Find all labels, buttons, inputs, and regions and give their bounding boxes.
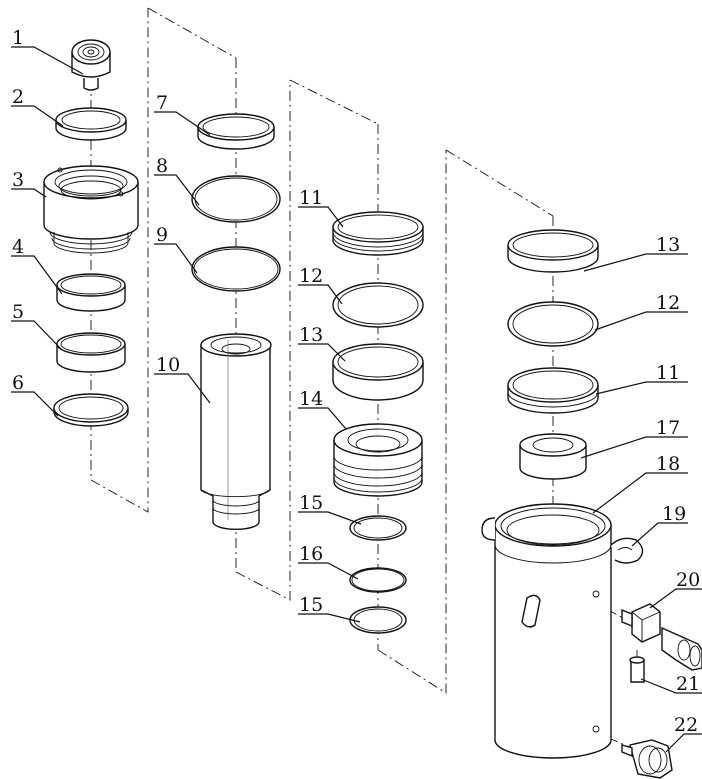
part-13-ring-right: [507, 229, 599, 273]
callout-15-upper: 15: [299, 492, 323, 514]
callout-15-lower: 15: [299, 594, 323, 616]
part-15-seal-upper: [349, 515, 407, 541]
callout-20: 20: [676, 569, 700, 591]
part-13-ring: [332, 343, 424, 401]
callout-8: 8: [156, 155, 168, 177]
part-21-fitting: [629, 650, 645, 683]
callout-10: 10: [156, 354, 180, 376]
callout-21: 21: [676, 673, 700, 695]
callout-19: 19: [662, 503, 686, 525]
callout-22: 22: [674, 714, 698, 736]
column-4: [445, 149, 702, 779]
part-18-cylinder: [481, 503, 612, 759]
part-22-coupler: [621, 739, 673, 779]
column-1: [43, 8, 149, 513]
part-11-ring-right: [507, 367, 599, 414]
part-14-piston: [333, 423, 423, 497]
part-1-saddle: [71, 39, 111, 91]
callout-7: 7: [156, 92, 168, 114]
column-2: [147, 7, 291, 601]
part-16-o-ring: [349, 567, 407, 593]
part-6-seal: [53, 393, 129, 427]
callout-11-right: 11: [656, 362, 680, 384]
callouts: 1 2 3 4 5 6 7 8 9 10 11 12 13 14 15 16 1…: [12, 27, 700, 736]
part-11-ring: [332, 211, 424, 256]
part-20-coupler: [621, 603, 702, 671]
part-4-ring: [56, 273, 126, 312]
callout-12-right: 12: [656, 292, 680, 314]
callout-14: 14: [299, 388, 323, 410]
part-15-seal-lower: [349, 606, 407, 634]
column-3: [289, 79, 447, 694]
callout-18: 18: [656, 453, 680, 475]
callout-3: 3: [12, 169, 24, 191]
part-12-seal: [332, 282, 424, 328]
part-19-handle: [610, 537, 644, 564]
part-12-seal-right: [507, 301, 599, 347]
callout-4: 4: [12, 236, 24, 258]
part-3-gland-nut: [43, 165, 139, 254]
part-8-o-ring: [191, 175, 281, 223]
part-17-bushing: [519, 433, 587, 480]
part-10-plunger: [200, 333, 272, 530]
callout-17: 17: [656, 417, 680, 439]
callout-6: 6: [12, 372, 24, 394]
part-9-o-ring: [191, 246, 281, 292]
callout-16: 16: [299, 543, 323, 565]
part-7-ring: [197, 113, 275, 150]
callout-13-left: 13: [299, 324, 323, 346]
leader-lines: [11, 46, 702, 753]
callout-12-left: 12: [299, 265, 323, 287]
callout-11-left: 11: [299, 187, 323, 209]
callout-2: 2: [12, 86, 24, 108]
part-2-wiper-ring: [55, 107, 127, 141]
part-5-ring: [56, 332, 126, 373]
callout-1: 1: [12, 27, 24, 49]
callout-13-right: 13: [656, 234, 680, 256]
callout-9: 9: [156, 224, 168, 246]
callout-5: 5: [12, 301, 24, 323]
